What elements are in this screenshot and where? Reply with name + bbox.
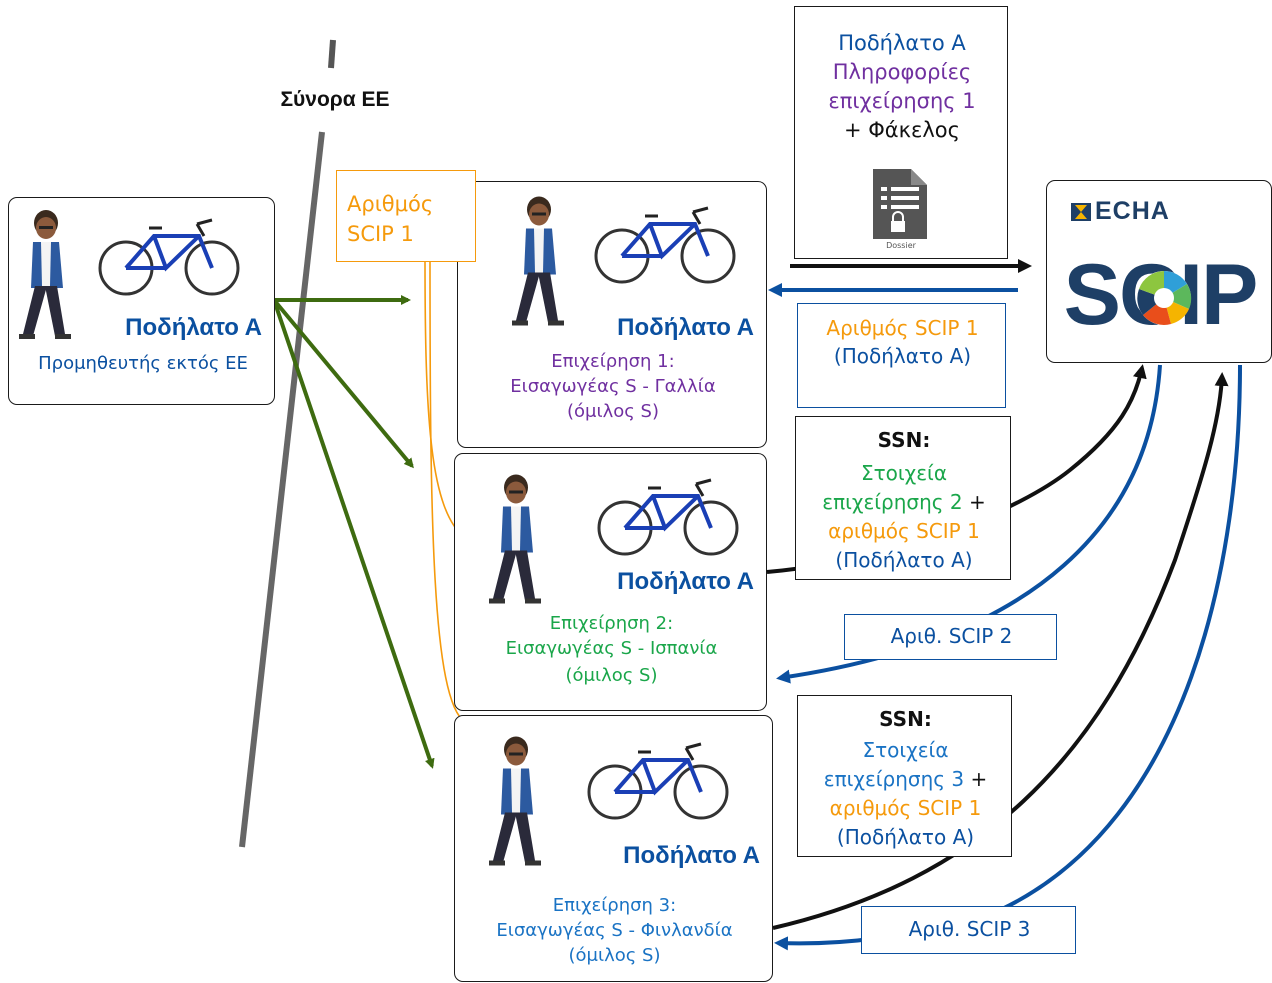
scip-reply1-number: Αριθμός SCIP 1 bbox=[826, 316, 979, 340]
person-icon bbox=[489, 736, 541, 866]
orange-arrow-to-company3 bbox=[429, 257, 468, 724]
ssn3-plus: + bbox=[970, 767, 988, 791]
eu-border-line bbox=[239, 131, 325, 848]
scip-reply3-text: Αριθ. SCIP 3 bbox=[908, 917, 1031, 941]
echa-logo-icon bbox=[1071, 203, 1091, 221]
ssn3-info: Στοιχεία επιχείρησης 3 bbox=[823, 738, 965, 791]
echa-scip-box: ECHA SCIP bbox=[1046, 180, 1272, 363]
submission-info: Πληροφορίες επιχείρησης 1 bbox=[828, 60, 976, 113]
eu-border-line-top bbox=[328, 39, 336, 69]
ssn2-plus: + bbox=[968, 490, 986, 514]
ssn2-info: Στοιχεία επιχείρησης 2 bbox=[822, 461, 963, 514]
ssn2-info-block: Στοιχεία επιχείρησης 2 + bbox=[804, 459, 1004, 517]
ssn3-box: SSN: Στοιχεία επιχείρησης 3 + αριθμός SC… bbox=[797, 695, 1012, 857]
supplier-role: Προμηθευτής εκτός ΕΕ bbox=[38, 353, 248, 374]
echa-logo-text: ECHA bbox=[1095, 197, 1170, 225]
person-icon bbox=[512, 196, 564, 326]
company2-product-title: Ποδήλατο Α bbox=[617, 568, 754, 595]
company3-line2: Εισαγωγέας S - Φινλανδία bbox=[496, 920, 733, 941]
company3-card: Ποδήλατο Α Επιχείρηση 3: Εισαγωγέας S - … bbox=[454, 715, 773, 982]
company3-line3: (όμιλος S) bbox=[568, 945, 661, 966]
green-arrow-to-company3 bbox=[272, 299, 435, 769]
company2-line2: Εισαγωγέας S - Ισπανία bbox=[505, 638, 718, 659]
bicycle-icon bbox=[587, 742, 729, 820]
eu-border-label: Σύνορα ΕΕ bbox=[280, 88, 390, 111]
supplier-product-title: Ποδήλατο Α bbox=[125, 314, 262, 341]
supplier-card: Ποδήλατο Α Προμηθευτής εκτός ΕΕ bbox=[8, 197, 275, 405]
submission-product: Ποδήλατο Α bbox=[838, 31, 966, 55]
ssn3-arrow bbox=[772, 372, 1229, 930]
dossier-icon bbox=[873, 169, 927, 239]
company2-line3: (όμιλος S) bbox=[565, 665, 658, 686]
company1-line2: Εισαγωγέας S - Γαλλία bbox=[510, 376, 716, 397]
submission-dossier: + Φάκελος bbox=[844, 118, 960, 142]
company1-card: Ποδήλατο Α Επιχείρηση 1: Εισαγωγέας S - … bbox=[457, 181, 767, 448]
bicycle-icon bbox=[94, 206, 244, 301]
company2-line1: Επιχείρηση 2: bbox=[549, 613, 674, 634]
company2-card: Ποδήλατο Α Επιχείρηση 2: Εισαγωγέας S - … bbox=[454, 453, 767, 711]
bicycle-icon bbox=[594, 206, 736, 284]
scip-number-note-text: Αριθμός SCIP 1 bbox=[347, 192, 434, 246]
scip-reply3-box: Αριθ. SCIP 3 bbox=[861, 906, 1076, 954]
company3-line1: Επιχείρηση 3: bbox=[552, 895, 677, 916]
company1-line3: (όμιλος S) bbox=[567, 401, 659, 422]
ssn3-heading: SSN: bbox=[879, 707, 932, 731]
scip-reply1-text: Αριθμός SCIP 1 (Ποδήλατο Α) bbox=[808, 314, 997, 370]
company1-product-title: Ποδήλατο Α bbox=[617, 314, 754, 341]
scip-logo-wheel-icon bbox=[1137, 271, 1192, 325]
scip-reply3-arrow bbox=[774, 364, 1242, 951]
company1-line1: Επιχείρηση 1: bbox=[551, 351, 675, 372]
scip-number-note: Αριθμός SCIP 1 bbox=[336, 170, 476, 262]
company3-product-title: Ποδήλατο Α bbox=[623, 842, 760, 869]
green-arrow-to-company2 bbox=[272, 298, 414, 469]
ssn2-box: SSN: Στοιχεία επιχείρησης 2 + αριθμός SC… bbox=[795, 416, 1011, 580]
ssn3-scip: αριθμός SCIP 1 bbox=[829, 796, 982, 820]
ssn3-product: (Ποδήλατο Α) bbox=[836, 825, 975, 849]
ssn3-info-block: Στοιχεία επιχείρησης 3 + bbox=[806, 736, 1005, 794]
scip-reply2-box: Αριθ. SCIP 2 bbox=[844, 614, 1057, 660]
scip-reply2-text: Αριθ. SCIP 2 bbox=[890, 624, 1013, 648]
dossier-icon-label: Dossier bbox=[886, 241, 916, 250]
submission-box: Ποδήλατο Α Πληροφορίες επιχείρησης 1 + Φ… bbox=[794, 6, 1008, 259]
ssn2-scip: αριθμός SCIP 1 bbox=[828, 519, 980, 543]
bicycle-icon bbox=[597, 478, 739, 556]
ssn2-heading: SSN: bbox=[877, 428, 931, 452]
person-icon bbox=[19, 210, 71, 339]
scip-reply1-product: (Ποδήλατο Α) bbox=[833, 344, 972, 368]
scip-reply1-box: Αριθμός SCIP 1 (Ποδήλατο Α) bbox=[797, 303, 1006, 408]
ssn2-product: (Ποδήλατο Α) bbox=[835, 548, 973, 572]
person-icon bbox=[489, 474, 541, 604]
